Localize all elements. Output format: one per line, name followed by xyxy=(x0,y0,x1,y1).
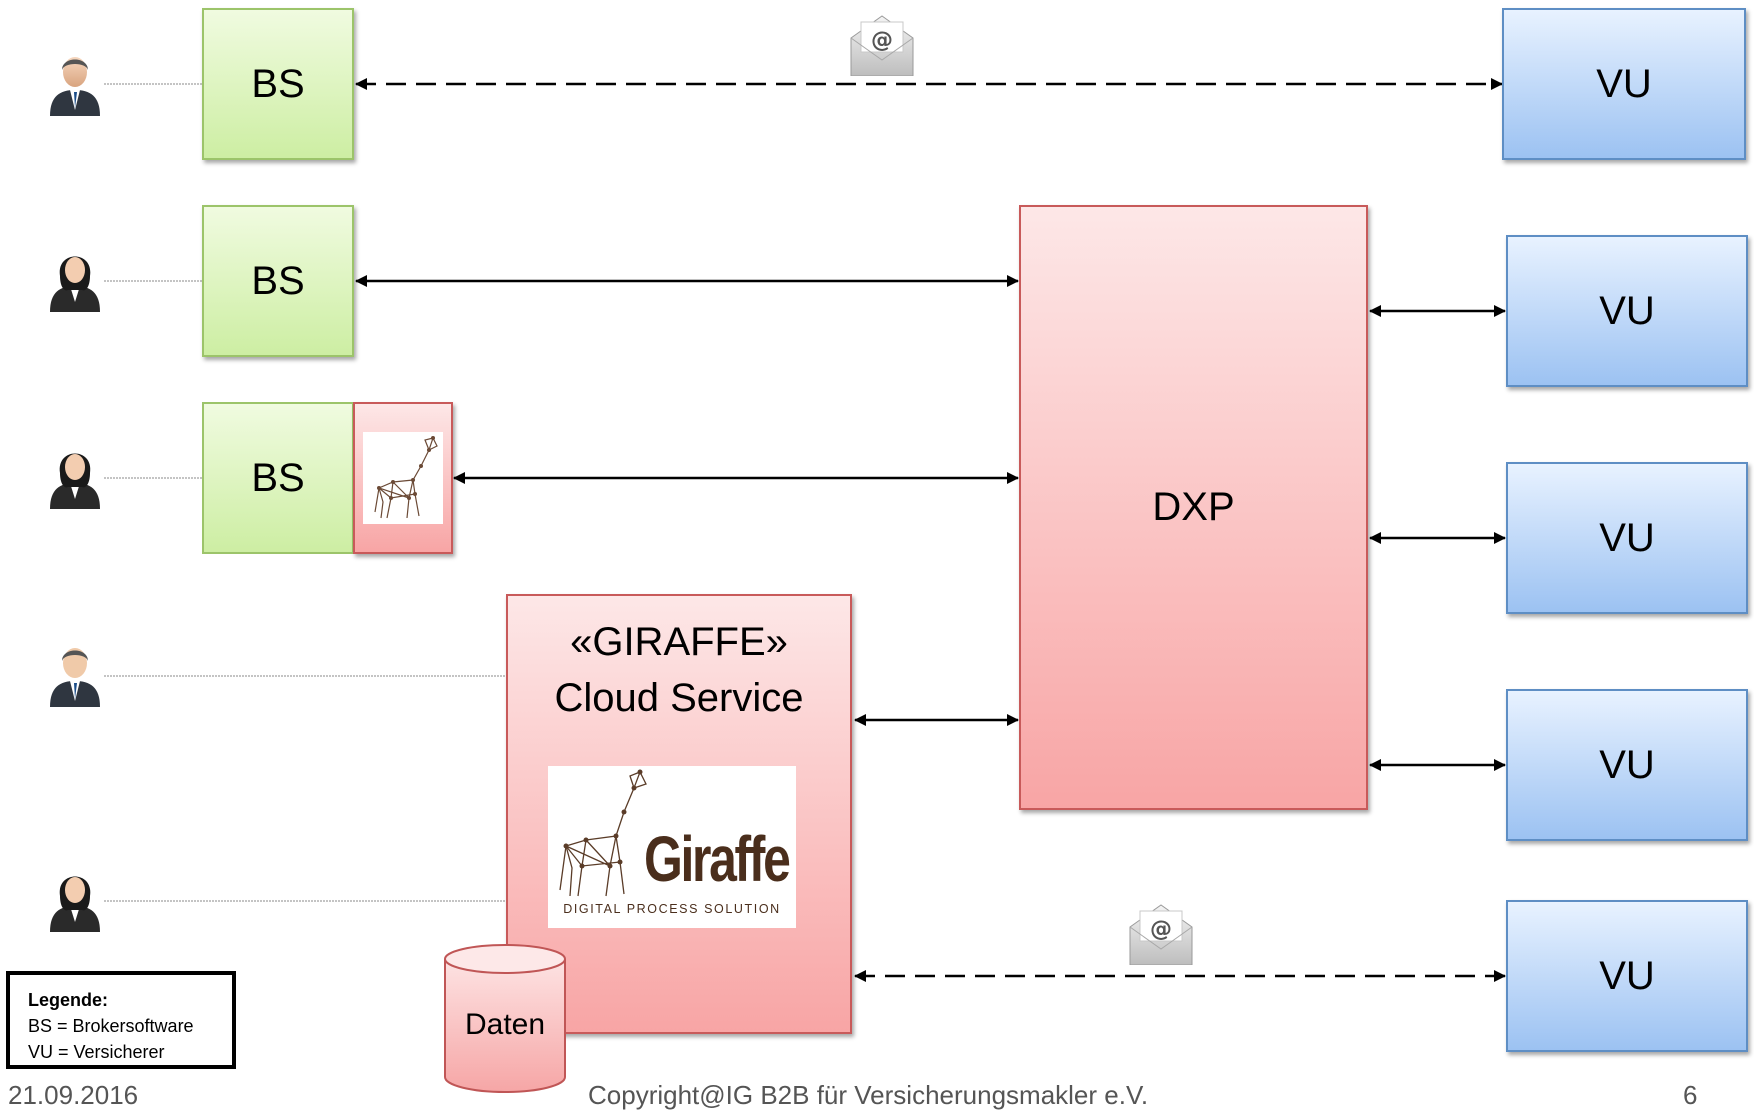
bs-node-3: BS xyxy=(202,402,354,554)
footer-page-number: 6 xyxy=(1683,1080,1698,1110)
vu-label: VU xyxy=(1599,515,1655,560)
legend-item-vu: VU = Versicherer xyxy=(28,1042,165,1062)
footer-copyright: Copyright@IG B2B für Versicherungsmakler… xyxy=(588,1080,1149,1110)
svg-text:@: @ xyxy=(1150,917,1172,942)
giraffe-logo: Giraffe DIGITAL PROCESS SOLUTION xyxy=(548,766,796,928)
giraffe-brand-name: Giraffe xyxy=(644,823,791,895)
bs-node-1: BS xyxy=(202,8,354,160)
giraffe-plugin xyxy=(353,402,453,554)
legend-item-bs: BS = Brokersoftware xyxy=(28,1016,194,1036)
footer-date: 21.09.2016 xyxy=(8,1080,139,1110)
email-envelope-icon: @ xyxy=(850,15,914,76)
vu-label: VU xyxy=(1599,953,1655,998)
giraffe-service-title-line2: Cloud Service xyxy=(554,676,804,720)
legend-title: Legende: xyxy=(28,990,109,1010)
bs-node-2: BS xyxy=(202,205,354,357)
legend: Legende: BS = Brokersoftware VU = Versic… xyxy=(6,971,236,1069)
vu-node-1: VU xyxy=(1502,8,1746,160)
vu-node-5: VU xyxy=(1506,900,1748,1052)
vu-label: VU xyxy=(1599,288,1655,333)
vu-node-4: VU xyxy=(1506,689,1748,841)
giraffe-service-title: «GIRAFFE» Cloud Service xyxy=(508,614,850,726)
email-envelope-icon: @ xyxy=(1129,904,1193,965)
businessman-icon xyxy=(50,648,100,707)
giraffe-service-title-line1: «GIRAFFE» xyxy=(570,620,788,664)
giraffe-figure-icon xyxy=(559,769,647,897)
user-links xyxy=(104,83,506,902)
bs-label: BS xyxy=(251,61,305,106)
businesswoman-icon xyxy=(50,876,100,932)
svg-text:@: @ xyxy=(871,28,893,53)
businesswoman-icon xyxy=(50,256,100,312)
giraffe-tagline: DIGITAL PROCESS SOLUTION xyxy=(563,902,781,916)
dxp-node: DXP xyxy=(1019,205,1368,810)
vu-label: VU xyxy=(1596,61,1652,106)
vu-node-3: VU xyxy=(1506,462,1748,614)
bs-label: BS xyxy=(251,455,305,500)
businesswoman-icon xyxy=(50,453,100,509)
dxp-label: DXP xyxy=(1152,485,1235,529)
giraffe-logo-icon xyxy=(363,432,443,524)
businessman-icon xyxy=(50,57,100,116)
vu-label: VU xyxy=(1599,742,1655,787)
vu-node-2: VU xyxy=(1506,235,1748,387)
database-cylinder-icon xyxy=(444,944,566,1093)
database-label: Daten xyxy=(464,1008,546,1041)
bs-label: BS xyxy=(251,258,305,303)
